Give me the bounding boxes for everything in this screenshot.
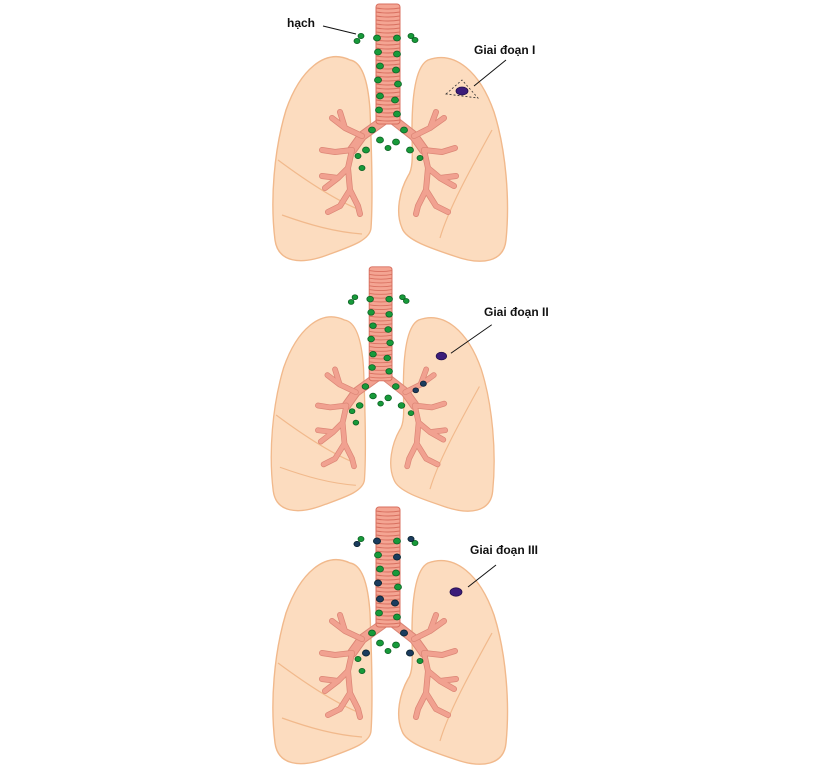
label-stage-3: Giai đoạn III xyxy=(470,543,539,557)
involved-node xyxy=(419,380,427,387)
panel-stage-2 xyxy=(271,267,494,511)
leader-stage-1 xyxy=(473,59,507,87)
tumor-stage-3 xyxy=(449,587,463,597)
label-stage-1: Giai đoạn I xyxy=(474,43,536,57)
panel-stage-3 xyxy=(273,507,508,764)
leader-node xyxy=(322,25,357,35)
leader-stage-2 xyxy=(450,324,493,354)
tumor-stage-2 xyxy=(435,351,448,361)
leader-stage-3 xyxy=(467,564,497,588)
label-stage-2: Giai đoạn II xyxy=(484,305,549,319)
label-node: hạch xyxy=(287,16,316,30)
tumor-stage-1 xyxy=(445,79,480,99)
involved-node xyxy=(412,387,419,394)
involved-nodes-stage-3 xyxy=(353,536,415,657)
panel-stage-1 xyxy=(273,4,508,261)
